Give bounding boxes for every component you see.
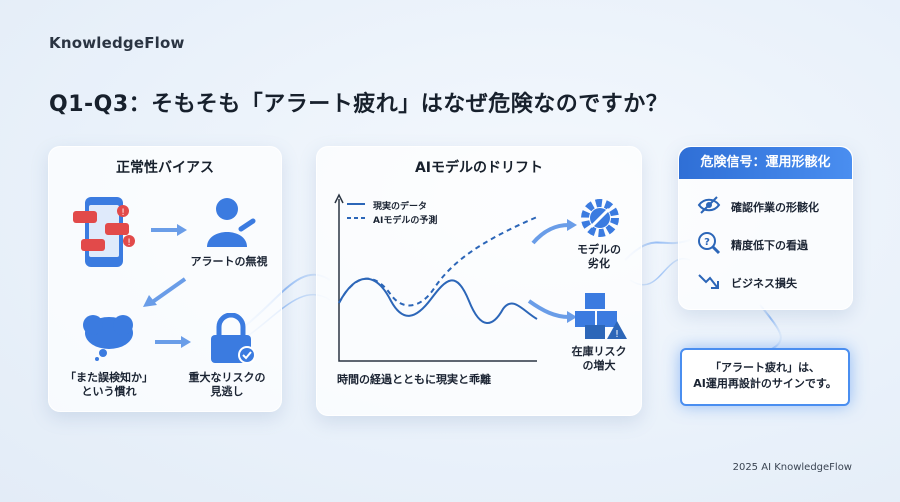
phone-alerts-icon: ! ! xyxy=(73,197,135,267)
ai-model-drift-panel: AIモデルのドリフト 現実のデータ AIモデルの予測 時間の経過とともに現実と乖… xyxy=(316,146,642,416)
inventory-risk-label: 在庫リスク の増大 xyxy=(571,345,627,372)
callout-line: AI運用再設計のサインです。 xyxy=(693,377,837,390)
risk-label: 重大なリスクの 見逃し xyxy=(188,371,266,398)
svg-text:!: ! xyxy=(121,208,125,218)
danger-item-label: ビジネス損失 xyxy=(731,277,797,290)
inventory-boxes-warning-icon: ! xyxy=(575,293,627,340)
normalcy-bias-panel: 正常性バイアス ! ! アラートの無視 「また誤検知か」 という慣れ xyxy=(48,146,282,412)
arrow-down-right-icon xyxy=(527,299,577,323)
conclusion-callout: 「アラート疲れ」は、 AI運用再設計のサインです。 xyxy=(680,348,850,406)
gear-warning-icon xyxy=(581,199,619,237)
arrow-down-left-icon xyxy=(143,277,187,307)
brand-logo-text: KnowledgeFlow xyxy=(49,34,185,52)
padlock-check-icon xyxy=(211,313,256,364)
svg-text:!: ! xyxy=(127,238,131,248)
callout-line: 「アラート疲れ」は、 xyxy=(710,361,820,374)
danger-item-label: 確認作業の形骸化 xyxy=(731,201,819,214)
svg-text:!: ! xyxy=(615,329,619,340)
danger-item-label: 精度低下の看過 xyxy=(731,239,808,252)
drift-line-chart xyxy=(334,193,538,362)
thought-cloud-icon xyxy=(83,315,133,361)
eye-slash-icon xyxy=(697,196,721,214)
svg-text:?: ? xyxy=(704,237,710,248)
legend-predicted: AIモデルの予測 xyxy=(373,216,438,226)
actual-data-line xyxy=(338,277,538,324)
model-degrade-label: モデルの 劣化 xyxy=(577,243,621,270)
legend-swatches xyxy=(347,203,365,219)
legend-actual: 現実のデータ xyxy=(373,202,428,212)
person-ignoring-icon xyxy=(207,198,256,247)
panel-title: 正常性バイアス xyxy=(116,160,214,176)
ignore-label: アラートの無視 xyxy=(190,255,268,268)
panel-title: 危険信号：運用形骸化 xyxy=(679,147,852,179)
predicted-data-line xyxy=(338,216,538,307)
magnifier-question-icon: ? xyxy=(698,232,721,255)
danger-signal-panel: 危険信号：運用形骸化 確認作業の形骸化 ? 精度低下の看過 ビジネス損失 xyxy=(678,146,853,310)
page-title: Q1-Q3：そもそも「アラート疲れ」はなぜ危険なのですか？ xyxy=(49,92,669,117)
footer-copyright: 2025 AI KnowledgeFlow xyxy=(732,462,852,473)
trend-down-icon xyxy=(698,274,719,289)
panel-title: AIモデルのドリフト xyxy=(414,160,544,176)
arrow-right-icon xyxy=(151,224,187,236)
chart-caption: 時間の経過とともに現実と乖離 xyxy=(337,373,491,386)
arrow-up-right-icon xyxy=(531,219,577,245)
arrow-right-icon xyxy=(155,336,191,348)
habit-label: 「また誤検知か」 という慣れ xyxy=(65,371,153,398)
